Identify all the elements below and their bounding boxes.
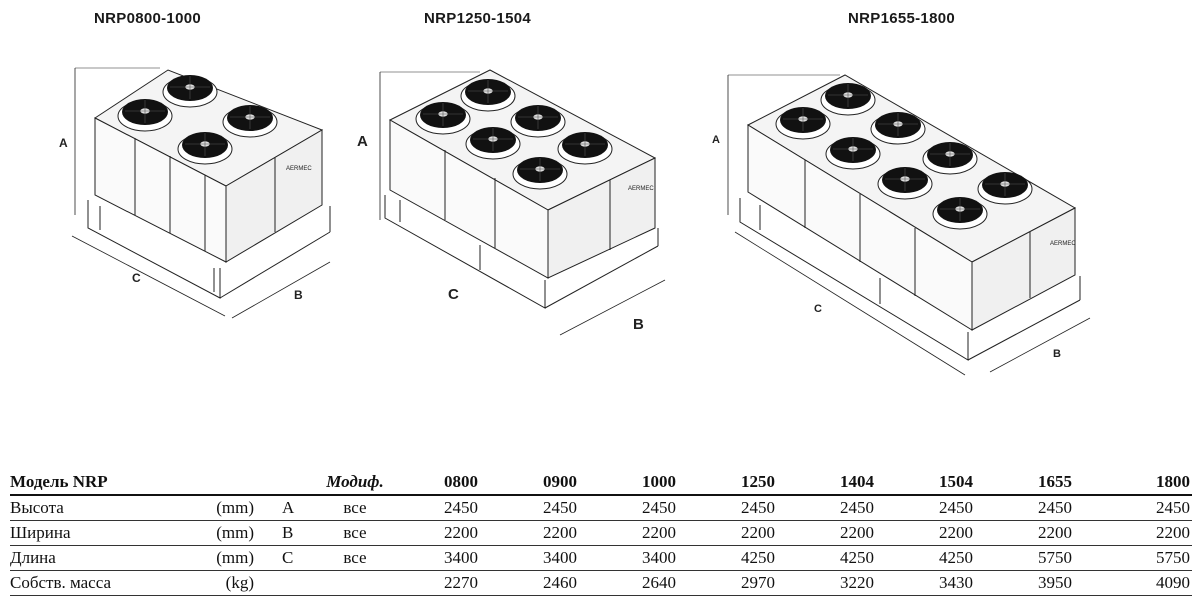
- table-cell: 2200: [579, 520, 678, 546]
- table-cell: 4250: [876, 545, 975, 571]
- table-cell: 2200: [678, 520, 777, 546]
- table-row: Длина (mm) C все 3400 3400 3400 4250 425…: [10, 545, 1192, 571]
- dim-label-b-1: B: [294, 288, 303, 302]
- table-cell: 2270: [400, 570, 480, 596]
- header-model-0900: 0900: [480, 470, 579, 496]
- row-unit: (mm): [200, 545, 260, 571]
- table-cell: 3400: [579, 545, 678, 571]
- table-cell: 3400: [480, 545, 579, 571]
- unit-drawings: AERMEC AERMEC: [71, 67, 1091, 376]
- dim-label-a-3: A: [712, 134, 720, 146]
- row-unit: (kg): [200, 570, 260, 596]
- row-mod: все: [310, 520, 400, 546]
- dim-label-a-2: A: [357, 133, 368, 150]
- row-letter: B: [260, 520, 310, 546]
- table-cell: 4250: [777, 545, 876, 571]
- row-label: Длина: [10, 545, 200, 571]
- row-mod: все: [310, 495, 400, 521]
- figure-title-1: NRP0800-1000: [94, 10, 202, 27]
- row-letter: A: [260, 495, 310, 521]
- header-mod: Модиф.: [310, 470, 400, 496]
- brand-logo-1: AERMEC: [286, 166, 312, 172]
- header-model-1655: 1655: [975, 470, 1074, 496]
- table-cell: 5750: [1074, 545, 1192, 571]
- table-cell: 2200: [480, 520, 579, 546]
- brand-logo-3: AERMEC: [1050, 241, 1076, 247]
- table-cell: 2450: [400, 495, 480, 521]
- figure-title-3: NRP1655-1800: [848, 10, 956, 27]
- table-cell: 4090: [1074, 570, 1192, 596]
- table-cell: 2450: [678, 495, 777, 521]
- table-cell: 2200: [1074, 520, 1192, 546]
- table-cell: 3400: [400, 545, 480, 571]
- header-model-0800: 0800: [400, 470, 480, 496]
- header-model-1250: 1250: [678, 470, 777, 496]
- figure-title-2: NRP1250-1504: [424, 10, 532, 27]
- row-label: Собств. масса: [10, 570, 200, 596]
- row-label: Высота: [10, 495, 200, 521]
- row-letter: [260, 570, 310, 596]
- header-model-1800: 1800: [1074, 470, 1192, 496]
- row-label: Ширина: [10, 520, 200, 546]
- row-unit: (mm): [200, 495, 260, 521]
- table-cell: 2460: [480, 570, 579, 596]
- table-cell: 2970: [678, 570, 777, 596]
- table-cell: 2450: [777, 495, 876, 521]
- row-mod: все: [310, 545, 400, 571]
- table-cell: 5750: [975, 545, 1074, 571]
- dim-label-a-1: A: [59, 136, 68, 150]
- table-cell: 3220: [777, 570, 876, 596]
- brand-logo-2: AERMEC: [628, 186, 654, 192]
- dim-label-c-2: C: [448, 286, 459, 303]
- dim-label-c-3: C: [814, 303, 822, 315]
- table-cell: 2450: [579, 495, 678, 521]
- table-cell: 2200: [975, 520, 1074, 546]
- dim-label-b-3: B: [1053, 348, 1061, 360]
- header-model-1000: 1000: [579, 470, 678, 496]
- table-row: Ширина (mm) B все 2200 2200 2200 2200 22…: [10, 520, 1192, 546]
- unit-drawing-nrp0800-1000: AERMEC: [71, 67, 331, 319]
- table-cell: 2450: [480, 495, 579, 521]
- table-cell: 2450: [975, 495, 1074, 521]
- table-cell: 3950: [975, 570, 1074, 596]
- table-row: Собств. масса (kg) 2270 2460 2640 2970 3…: [10, 570, 1192, 596]
- table-row: Высота (mm) A все 2450 2450 2450 2450 24…: [10, 495, 1192, 521]
- table-cell: 2450: [1074, 495, 1192, 521]
- dim-label-c-1: C: [132, 271, 141, 285]
- row-letter: C: [260, 545, 310, 571]
- dimensions-table: Модель NRP Модиф. 0800 0900 1000 1250 14…: [10, 470, 1192, 596]
- table-cell: 3430: [876, 570, 975, 596]
- table-cell: 2450: [876, 495, 975, 521]
- dim-label-b-2: B: [633, 316, 644, 333]
- table-cell: 4250: [678, 545, 777, 571]
- header-model: Модель NRP: [10, 470, 310, 496]
- table-cell: 2200: [400, 520, 480, 546]
- table-cell: 2200: [777, 520, 876, 546]
- header-model-1504: 1504: [876, 470, 975, 496]
- table-header-row: Модель NRP Модиф. 0800 0900 1000 1250 14…: [10, 470, 1192, 496]
- row-unit: (mm): [200, 520, 260, 546]
- table-cell: 2200: [876, 520, 975, 546]
- header-model-1404: 1404: [777, 470, 876, 496]
- row-mod: [310, 570, 400, 596]
- table-cell: 2640: [579, 570, 678, 596]
